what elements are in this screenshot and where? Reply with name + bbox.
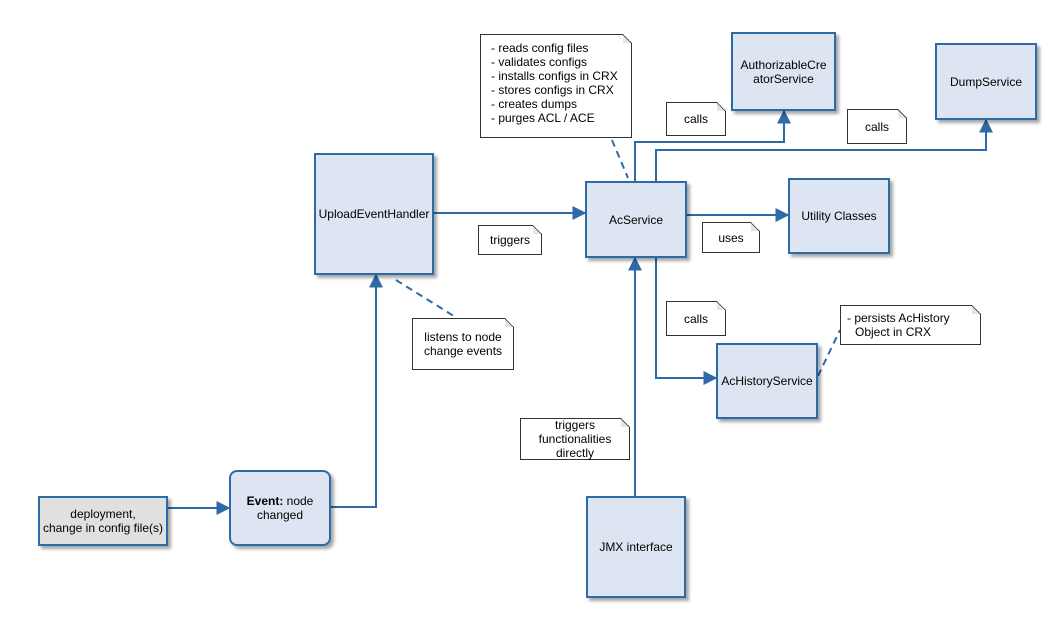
listens-note: listens to node change events <box>412 318 514 370</box>
jmx-interface-label: JMX interface <box>599 540 673 554</box>
jmx-triggers-line1: triggers <box>554 418 595 432</box>
calls-dump-note: calls <box>847 109 907 144</box>
persists-line2: Object in CRX <box>855 325 932 339</box>
jmx-triggers-line3: directly <box>555 446 594 460</box>
triggers-note: triggers <box>478 225 542 255</box>
listens-line1: listens to node <box>424 330 502 344</box>
utility-classes-node: Utility Classes <box>788 178 890 254</box>
jmx-interface-node: JMX interface <box>586 496 686 598</box>
utility-classes-label: Utility Classes <box>801 209 877 223</box>
jmx-triggers-line2: functionalities <box>538 432 612 446</box>
ac-service-node: AcService <box>585 181 687 258</box>
ac-service-label: AcService <box>608 212 664 227</box>
authorizable-creator-line2: atorService <box>753 71 814 86</box>
calls-authorizable-label: calls <box>683 112 708 126</box>
note-link-tasks <box>611 139 629 179</box>
arrow-ac-service-to-ac-history <box>655 258 718 385</box>
calls-history-note: calls <box>666 301 726 336</box>
ac-service-tasks-note: - reads config files - validates configs… <box>480 34 632 138</box>
calls-authorizable-note: calls <box>666 102 726 136</box>
calls-dump-label: calls <box>864 119 889 134</box>
dump-service-label: DumpService <box>949 74 1023 89</box>
task-item: - installs configs in CRX <box>491 69 618 83</box>
task-item: - stores configs in CRX <box>491 83 614 97</box>
event-node: Event: node changed <box>229 470 331 546</box>
note-link-listens <box>395 279 458 319</box>
uses-label: uses <box>718 230 744 245</box>
arrow-ac-service-to-authorizable-creator <box>634 109 791 181</box>
event-line2: changed <box>256 508 304 522</box>
upload-event-handler-label: UploadEventHandler <box>318 207 430 221</box>
deployment-line1: deployment, <box>70 507 136 521</box>
calls-history-label: calls <box>683 311 708 326</box>
task-item: - creates dumps <box>491 97 578 111</box>
upload-event-handler-node: UploadEventHandler <box>314 153 434 275</box>
arrow-ac-service-to-dump-service <box>655 118 993 181</box>
authorizable-creator-line1: AuthorizableCre <box>740 57 827 72</box>
uses-note: uses <box>702 222 760 253</box>
deployment-node: deployment, change in config file(s) <box>38 496 168 546</box>
persists-line1: - persists AcHistory <box>847 311 950 325</box>
authorizable-creator-service-node: AuthorizableCre atorService <box>731 32 836 111</box>
listens-line2: change events <box>423 344 503 358</box>
dump-service-node: DumpService <box>935 43 1037 120</box>
ac-history-service-label: AcHistoryService <box>721 374 813 388</box>
note-link-persists <box>817 329 841 377</box>
task-item: - purges ACL / ACE <box>491 111 595 125</box>
deployment-line2: change in config file(s) <box>42 521 164 535</box>
event-label-bold: Event: <box>246 494 284 508</box>
ac-history-service-node: AcHistoryService <box>716 343 818 419</box>
task-item: - reads config files <box>491 41 589 55</box>
persists-note: - persists AcHistory Object in CRX <box>840 305 981 345</box>
task-item: - validates configs <box>491 55 588 69</box>
jmx-triggers-note: triggers functionalities directly <box>520 418 630 460</box>
event-label-rest: node <box>283 494 314 508</box>
triggers-label: triggers <box>489 233 530 247</box>
arrow-event-to-upload-handler <box>331 273 383 508</box>
